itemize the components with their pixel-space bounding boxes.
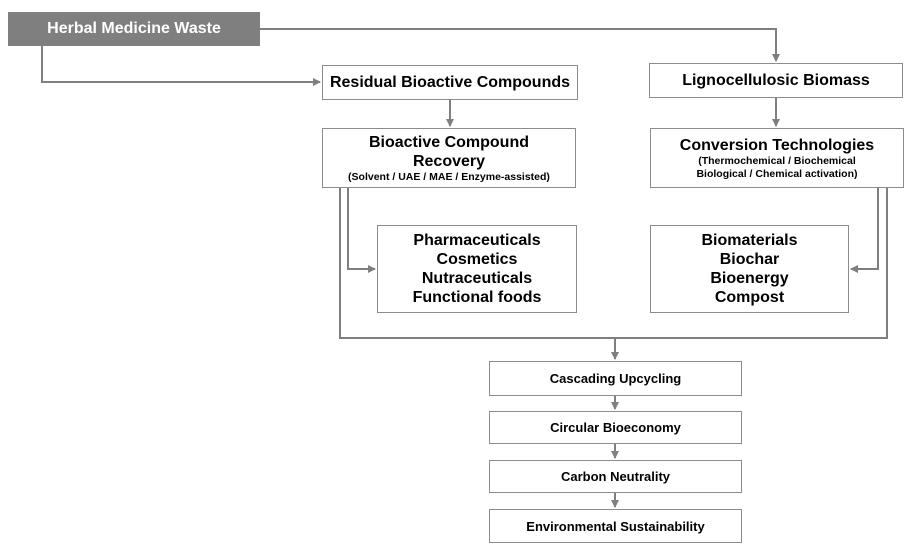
product-item: Compost — [714, 289, 785, 306]
node-label: Cascading Upcycling — [549, 371, 682, 386]
node-title: Bioactive Compound — [368, 133, 529, 151]
arrow-recovery-to-products — [347, 188, 376, 273]
node-label: Residual Bioactive Compounds — [329, 74, 571, 91]
product-item: Functional foods — [412, 289, 542, 306]
node-title: Conversion Technologies — [679, 136, 875, 154]
cascading-upcycling-node: Cascading Upcycling — [489, 361, 742, 396]
residual-compounds-node: Residual Bioactive Compounds — [322, 65, 578, 100]
conversion-node: Conversion Technologies (Thermochemical … — [650, 128, 904, 188]
node-subtitle: Biological / Chemical activation) — [696, 167, 858, 180]
product-item: Biomaterials — [701, 232, 798, 249]
environmental-sustainability-node: Environmental Sustainability — [489, 509, 742, 543]
product-item: Pharmaceuticals — [413, 232, 541, 249]
node-title: Recovery — [412, 152, 486, 170]
product-item: Biochar — [719, 251, 780, 268]
circular-bioeconomy-node: Circular Bioeconomy — [489, 411, 742, 444]
product-item: Nutraceuticals — [421, 270, 533, 287]
arrow-root-to-biomass — [260, 28, 780, 62]
carbon-neutrality-node: Carbon Neutrality — [489, 460, 742, 493]
bracket-left — [339, 188, 888, 339]
node-label: Circular Bioeconomy — [550, 420, 681, 435]
arrow-conversion-to-products — [850, 188, 879, 273]
left-products-node: Pharmaceuticals Cosmetics Nutraceuticals… — [377, 225, 577, 313]
node-subtitle: (Solvent / UAE / MAE / Enzyme-assisted) — [348, 170, 550, 183]
biomass-node: Lignocellulosic Biomass — [649, 63, 903, 98]
product-item: Bioenergy — [710, 270, 789, 287]
herbal-medicine-waste-node: Herbal Medicine Waste — [8, 12, 260, 46]
recovery-node: Bioactive Compound Recovery (Solvent / U… — [322, 128, 576, 188]
node-label: Environmental Sustainability — [526, 518, 705, 534]
node-subtitle: (Thermochemical / Biochemical — [698, 154, 856, 167]
node-label: Herbal Medicine Waste — [47, 20, 221, 37]
right-products-node: Biomaterials Biochar Bioenergy Compost — [650, 225, 849, 313]
node-label: Carbon Neutrality — [560, 469, 671, 484]
arrow-root-to-residual — [41, 46, 321, 86]
node-label: Lignocellulosic Biomass — [682, 72, 870, 89]
product-item: Cosmetics — [436, 251, 518, 268]
